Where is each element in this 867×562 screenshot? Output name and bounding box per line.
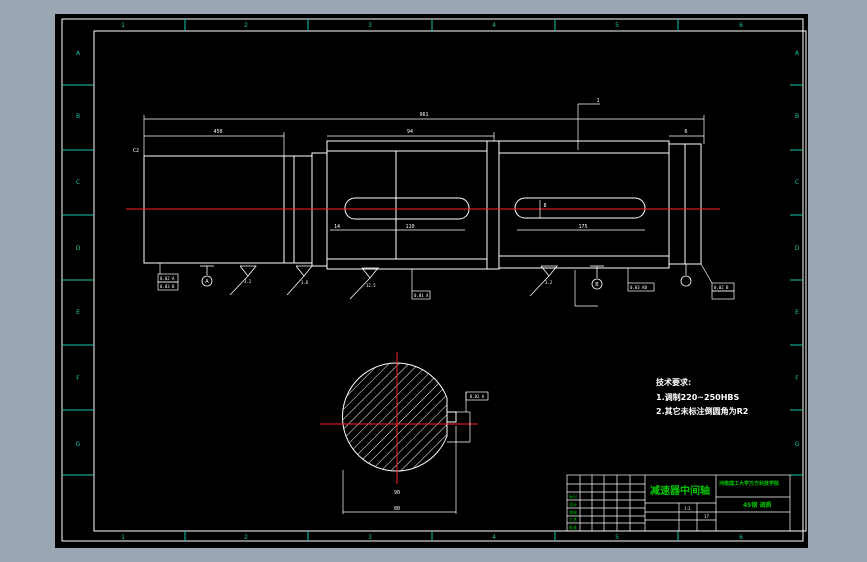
title-sheet: 17 xyxy=(704,514,710,519)
zone-top-1: 1 xyxy=(121,22,125,29)
tolerance-4: 0.03 AB xyxy=(630,285,647,290)
dim-left-chamfer: C2 xyxy=(133,148,139,154)
section-hatched-area xyxy=(341,362,448,472)
title-row-2: 设计 xyxy=(569,501,577,507)
technical-requirements: 技术要求: 1.调制220~250HBS 2.其它未标注倒圆角为R2 xyxy=(656,377,748,416)
zone-bottom-2: 2 xyxy=(244,534,248,541)
roughness-4: 3.2 xyxy=(545,280,553,285)
tech-req-heading: 技术要求: xyxy=(656,377,691,387)
zone-bottom-5: 5 xyxy=(615,534,619,541)
zone-left-d: D xyxy=(76,245,81,252)
tech-req-item-2: 2.其它未标注倒圆角为R2 xyxy=(656,406,748,416)
tolerance-frames xyxy=(157,263,735,307)
zone-bottom-3: 3 xyxy=(368,534,372,541)
zone-left-g: G xyxy=(76,441,81,448)
zone-right-a: A xyxy=(795,50,800,57)
zone-left-b: B xyxy=(76,113,80,120)
title-material: 45钢 调质 xyxy=(743,501,771,509)
drawing-sheet xyxy=(55,14,808,548)
zone-left-a: A xyxy=(76,50,81,57)
title-scale: 1:1 xyxy=(684,506,691,511)
shaft-dimensions xyxy=(143,103,705,238)
section-keyway-tolerance: 0.02 A xyxy=(470,394,485,399)
datum-markers xyxy=(200,264,692,290)
dim-middle-keyway: 110 xyxy=(405,224,414,230)
shaft-outline xyxy=(143,140,702,270)
title-school: 河南理工大学万方科技学院 xyxy=(718,480,779,487)
zone-right-b: B xyxy=(795,113,799,120)
inner-frame xyxy=(93,30,807,532)
zone-labels: 1 2 3 4 5 6 1 2 3 4 5 6 A B C D E F G A … xyxy=(76,22,800,541)
roughness-3: 12.5 xyxy=(366,283,376,288)
dim-right-keyway-offset: 8 xyxy=(543,203,546,209)
zone-top-4: 4 xyxy=(492,22,496,29)
zone-left-c: C xyxy=(76,179,80,186)
dim-right-keyway: 175 xyxy=(578,224,587,230)
title-block xyxy=(566,474,791,532)
zone-bottom-6: 6 xyxy=(739,534,743,541)
zone-right-c: C xyxy=(795,179,799,186)
zone-left-f: F xyxy=(76,375,80,382)
zone-top-2: 2 xyxy=(244,22,248,29)
keyway-right xyxy=(514,197,646,219)
tolerance-texts: 0.02 A 0.03 B 0.01 A 0.03 AB 0.02 B xyxy=(160,276,729,298)
tech-req-item-1: 1.调制220~250HBS xyxy=(656,392,739,402)
zone-ticks xyxy=(62,19,803,541)
roughness-symbols xyxy=(229,265,558,300)
datum-b: B xyxy=(595,282,599,288)
zone-bottom-4: 4 xyxy=(492,534,496,541)
zone-right-d: D xyxy=(795,245,800,252)
zone-right-e: E xyxy=(795,309,799,316)
tolerance-1: 0.02 A xyxy=(160,276,175,281)
dim-left-segment: 450 xyxy=(213,129,222,135)
tolerance-2: 0.03 B xyxy=(160,284,175,289)
dim-middle-keyway-offset: 14 xyxy=(334,224,340,230)
zone-top-5: 5 xyxy=(615,22,619,29)
zone-bottom-1: 1 xyxy=(121,534,125,541)
datum-letters: A B xyxy=(205,279,599,288)
tolerance-5: 0.02 B xyxy=(714,285,729,290)
tolerance-3: 0.01 A xyxy=(414,293,429,298)
dim-middle-segment: 94 xyxy=(407,129,413,135)
section-view: 80 90 0.02 A xyxy=(320,352,489,514)
datum-a: A xyxy=(205,279,209,285)
zone-right-g: G xyxy=(795,441,800,448)
zone-top-3: 3 xyxy=(368,22,372,29)
roughness-values: 3.2 1.6 12.5 3.2 xyxy=(244,279,553,288)
dimension-texts: 961 450 94 6 C2 110 14 175 8 1 xyxy=(133,98,688,230)
dim-right-gap: 6 xyxy=(684,129,687,135)
zone-left-e: E xyxy=(76,309,80,316)
section-depth-dim: 90 xyxy=(394,490,400,496)
zone-right-f: F xyxy=(795,375,799,382)
title-row-4: 工艺 xyxy=(569,517,577,522)
title-row-5: 批准 xyxy=(569,524,577,530)
roughness-1: 3.2 xyxy=(244,279,252,284)
title-block-texts: 减速器中间轴 河南理工大学万方科技学院 45钢 调质 1:1 17 标记 设计 … xyxy=(569,480,779,530)
title-part-name: 减速器中间轴 xyxy=(650,484,710,497)
dim-overall: 961 xyxy=(419,112,428,118)
title-row-3: 审核 xyxy=(569,509,577,515)
roughness-2: 1.6 xyxy=(301,280,309,285)
title-row-1: 标记 xyxy=(569,493,577,499)
zone-top-6: 6 xyxy=(739,22,743,29)
dim-top-marker: 1 xyxy=(596,98,599,104)
section-width-dim: 80 xyxy=(394,506,400,512)
